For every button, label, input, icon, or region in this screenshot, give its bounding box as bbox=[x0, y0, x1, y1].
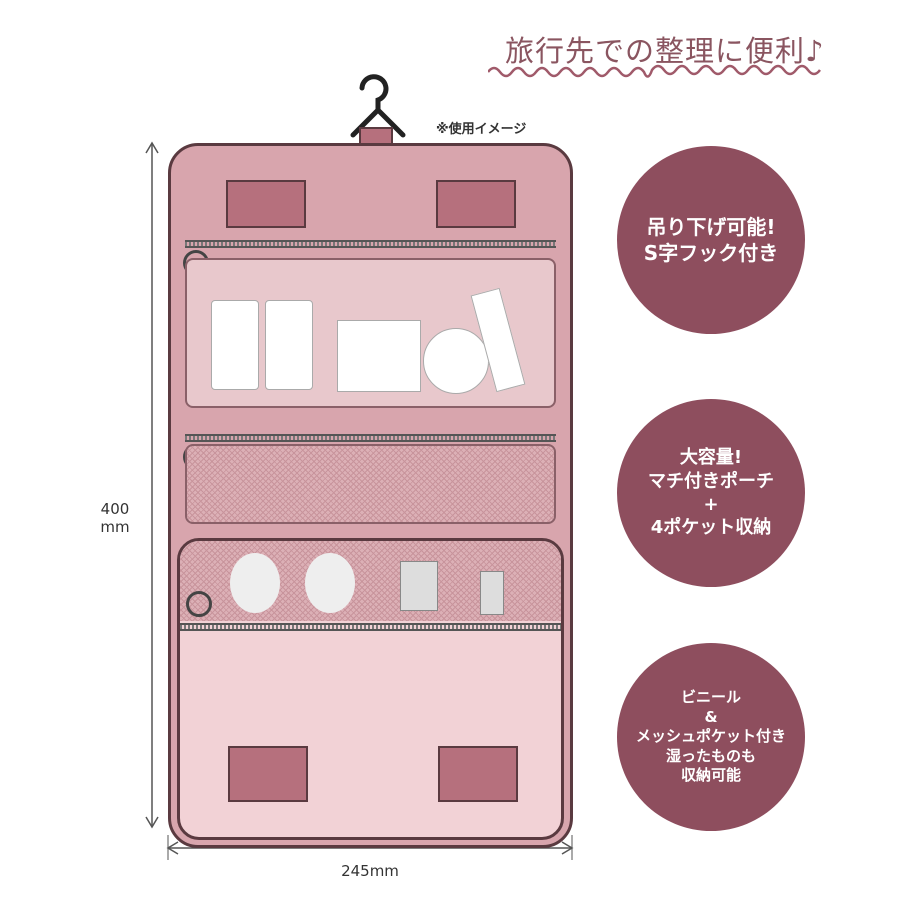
width-label: 245mm bbox=[341, 862, 399, 880]
feature-line: ビニール bbox=[680, 688, 741, 707]
feature-line: メッシュポケット付き bbox=[635, 727, 786, 746]
travel-pouch-illustration bbox=[168, 143, 573, 848]
headline: 旅行先での整理に便利♪ bbox=[505, 34, 825, 68]
feature-line: & bbox=[704, 707, 718, 726]
feature-line: 収納可能 bbox=[680, 766, 741, 785]
feature-circle-pockets: ビニール & メッシュポケット付き 湿ったものも 収納可能 bbox=[617, 643, 805, 831]
hanging-tab bbox=[436, 180, 516, 228]
wavy-underline bbox=[488, 64, 821, 78]
height-value: 400 bbox=[100, 500, 130, 518]
feature-line: 吊り下げ可能! bbox=[646, 215, 776, 239]
feature-line: 大容量! bbox=[679, 447, 743, 469]
zipper bbox=[185, 434, 556, 442]
feature-line: マチ付きポーチ bbox=[648, 470, 774, 492]
usage-image-note: ※使用イメージ bbox=[436, 122, 527, 137]
mesh-pocket bbox=[185, 444, 556, 524]
feature-circle-capacity: 大容量! マチ付きポーチ + 4ポケット収納 bbox=[617, 399, 805, 587]
feature-line: S字フック付き bbox=[643, 241, 779, 265]
vinyl-pocket bbox=[185, 258, 556, 408]
zipper bbox=[185, 240, 556, 248]
feature-line: 湿ったものも bbox=[665, 746, 756, 765]
feature-line: 4ポケット収納 bbox=[650, 517, 772, 539]
detachable-pouch bbox=[177, 538, 564, 840]
height-unit: mm bbox=[100, 518, 130, 536]
feature-line: + bbox=[703, 494, 719, 515]
dimension-lines bbox=[145, 141, 574, 860]
hanging-tab bbox=[226, 180, 306, 228]
feature-circle-hanging: 吊り下げ可能! S字フック付き bbox=[617, 146, 805, 334]
